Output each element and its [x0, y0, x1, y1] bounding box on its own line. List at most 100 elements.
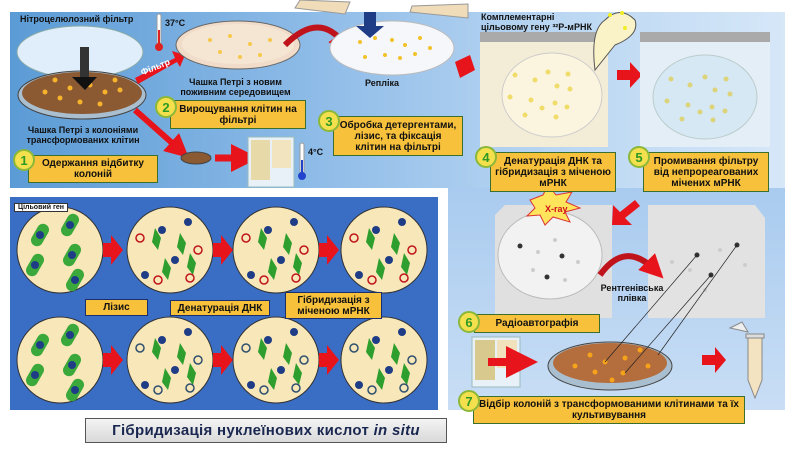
red-arrow [455, 55, 475, 78]
protein [277, 256, 285, 264]
colonies-dish-label: Чашка Петрі з колоніями трансформованих … [26, 125, 140, 145]
cell-dish [232, 206, 320, 294]
step-4-number: 4 [475, 146, 497, 168]
dna-ring [185, 273, 195, 283]
protein [247, 271, 255, 279]
cell-debris [258, 228, 267, 250]
protein [398, 218, 406, 226]
protein [290, 328, 298, 336]
red-arrow [103, 235, 123, 265]
small-petri-dish [180, 151, 212, 165]
red-arrow [213, 345, 233, 375]
thermometer-icon [155, 13, 163, 51]
step-5-number: 5 [628, 146, 650, 168]
red-arrow [612, 200, 640, 225]
washed-filter [640, 32, 770, 147]
filter-arrow [135, 51, 185, 84]
temperature-37-label: 37°C [165, 18, 186, 28]
step-1-number: 1 [13, 149, 35, 171]
dna-ring [299, 245, 309, 255]
cell-dish [126, 206, 214, 294]
new-medium-petri-dish [175, 20, 301, 70]
dna-ring [193, 355, 203, 365]
pipette-icon [294, 0, 469, 19]
replica-label: Репліка [365, 78, 399, 88]
dna-ring [241, 233, 251, 243]
cell-debris [293, 253, 302, 275]
cell-dish [340, 206, 428, 294]
dna-ring [407, 245, 417, 255]
protein [158, 226, 166, 234]
cell-dish [126, 316, 214, 404]
step-2-box: Вирощування клітин на фільтрі [170, 100, 306, 129]
step-3-box: Обробка детергентами, лізис, та фіксація… [333, 116, 463, 156]
cell-debris [376, 368, 385, 390]
step-7-box: Відбір колоній з трансформованими клітин… [473, 396, 745, 424]
probe-label-line2: цільовому гену ³²P-мРНК [481, 22, 592, 32]
cell-debris [268, 258, 277, 280]
title-italic: in situ [373, 422, 420, 439]
dna-ring [299, 355, 309, 365]
step-4-box: Денатурація ДНК та гібридизація з мічено… [490, 152, 616, 192]
dna-ring [291, 273, 301, 283]
red-arrow [103, 345, 123, 375]
cell-debris [268, 368, 277, 390]
protein [141, 381, 149, 389]
probe-label-line1: Комплементарні [481, 12, 555, 22]
thermometer-icon [298, 142, 306, 180]
protein [355, 271, 363, 279]
red-arrow [617, 62, 642, 88]
step-2-number: 2 [155, 96, 177, 118]
dna-ring [367, 275, 377, 285]
flip-arrow [597, 253, 664, 279]
cell-debris [401, 253, 410, 275]
protein [385, 366, 393, 374]
cell-dish [232, 316, 320, 404]
denaturation-label: Денатурація ДНК [170, 300, 270, 316]
cell-debris [177, 343, 186, 365]
dna-ring [291, 383, 301, 393]
cell-debris [366, 338, 375, 360]
red-arrow [213, 235, 233, 265]
protein [385, 256, 393, 264]
protein [355, 381, 363, 389]
colony-petri-dish [17, 70, 147, 120]
dna-ring [241, 343, 251, 353]
cell-debris [401, 363, 410, 385]
step-1-box: Одержання відбитку колоній [28, 155, 158, 183]
xray-burst-label: X-ray [545, 204, 568, 214]
step-7-number: 7 [458, 390, 480, 412]
cell-debris [177, 233, 186, 255]
protein [290, 218, 298, 226]
cell-debris [283, 343, 292, 365]
dna-ring [153, 385, 163, 395]
correspondence-lines [604, 244, 738, 374]
cell-debris [391, 233, 400, 255]
xray-film-label: Рентгенівська плівка [600, 283, 664, 303]
red-arrow [133, 107, 189, 158]
probe-callout [593, 11, 637, 72]
protein [171, 366, 179, 374]
dna-ring [135, 343, 145, 353]
step-6-box: Радіоавтографія [474, 314, 600, 333]
temperature-4-label: 4°C [308, 147, 324, 157]
page-title: Гібридизація нуклеїнових кислот in situ [85, 418, 447, 443]
xray-exposure-film [495, 205, 612, 318]
hybridization-filter [480, 32, 608, 147]
cell-debris [293, 363, 302, 385]
step-5-box: Промивання фільтру від непрореагованих м… [643, 152, 769, 192]
dna-ring [153, 275, 163, 285]
cell-dish [340, 316, 428, 404]
refrigerator-icon [247, 136, 295, 188]
cell-debris [162, 258, 171, 280]
cell-debris [187, 253, 196, 275]
title-main: Гібридизація нуклеїнових кислот [112, 422, 374, 439]
dna-ring [399, 273, 409, 283]
step-6-number: 6 [458, 311, 480, 333]
cell-debris [366, 228, 375, 250]
lysis-label: Лізис [85, 299, 148, 316]
protein [372, 226, 380, 234]
protein [184, 328, 192, 336]
microtube-icon [728, 321, 765, 400]
